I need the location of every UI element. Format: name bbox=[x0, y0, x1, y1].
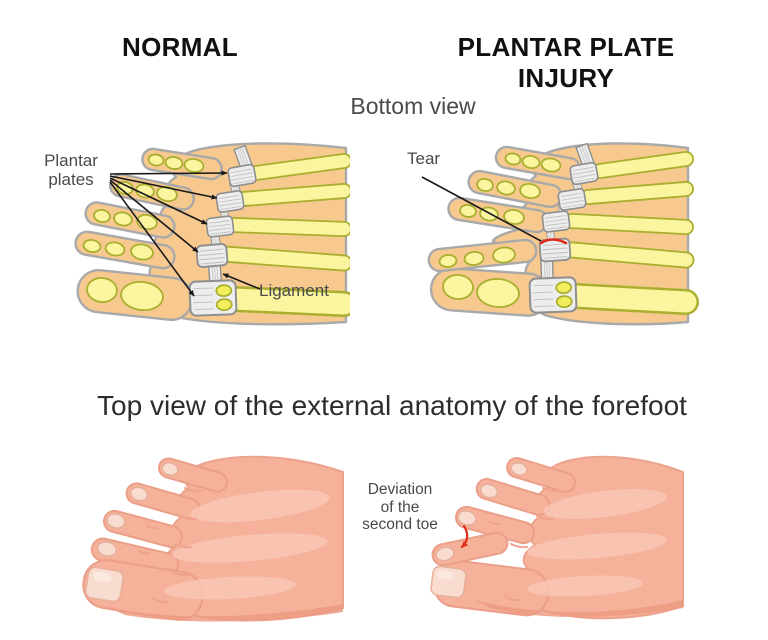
bottom-view-label: Bottom view bbox=[350, 93, 476, 119]
big-toe-plate bbox=[528, 276, 578, 314]
injured-foot-top-illustration bbox=[430, 455, 684, 620]
normal-foot-bottom-illustration bbox=[74, 142, 350, 326]
injured-foot-bottom-illustration bbox=[421, 142, 699, 326]
foot-bones bbox=[438, 151, 699, 315]
foot-skin bbox=[431, 455, 684, 620]
top-view-title: Top view of the external anatomy of the … bbox=[97, 390, 687, 421]
toenails bbox=[84, 462, 179, 603]
normal-foot-top-illustration bbox=[82, 455, 344, 622]
big-toe-plate bbox=[188, 279, 238, 317]
ligament-label: Ligament bbox=[259, 281, 329, 300]
foot-bottom-shadow bbox=[105, 604, 343, 622]
plantar-plates-label: Plantar plates bbox=[44, 151, 98, 189]
plantar-plates-leader-lines bbox=[109, 170, 228, 297]
toenails bbox=[430, 462, 528, 599]
tear-mark bbox=[539, 238, 568, 245]
foot-skin bbox=[82, 455, 344, 622]
ligament-leader-line bbox=[222, 273, 261, 290]
plantar-plates-group bbox=[528, 142, 600, 314]
heading-plantar-plate-injury: PLANTAR PLATE INJURY bbox=[457, 32, 675, 93]
tear-label: Tear bbox=[407, 149, 441, 168]
deviation-arrow-icon bbox=[460, 524, 469, 549]
foot-bones bbox=[82, 153, 350, 317]
tear-leader-line bbox=[421, 176, 542, 242]
deviation-label: Deviation of the second toe bbox=[362, 481, 438, 533]
plantar-plates-group bbox=[188, 144, 258, 317]
heading-normal: NORMAL bbox=[122, 32, 238, 62]
foot-bottom-shadow bbox=[475, 600, 683, 617]
